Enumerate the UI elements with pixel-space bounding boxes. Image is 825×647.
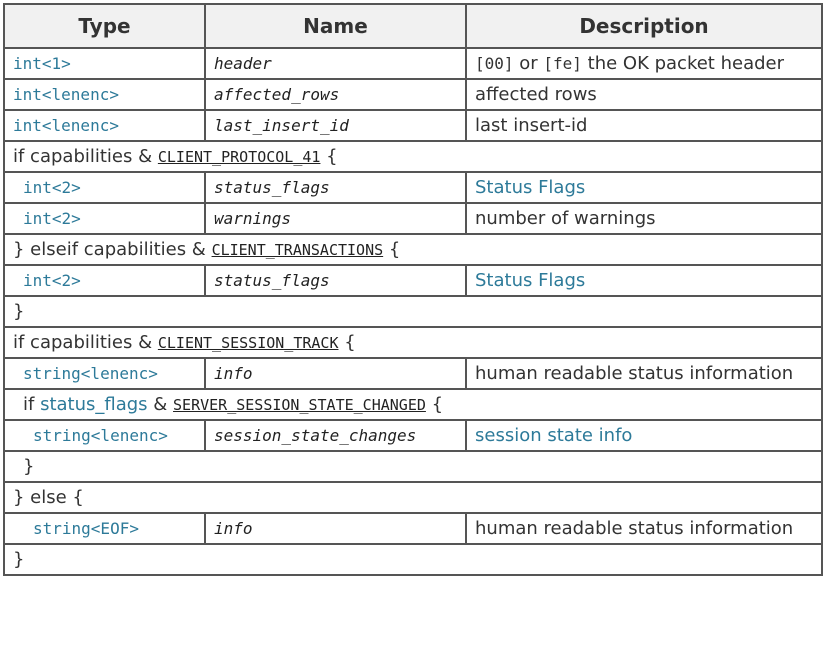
type-cell[interactable]: string<lenenc> bbox=[3, 357, 206, 390]
condition-row: } elseif capabilities & CLIENT_TRANSACTI… bbox=[3, 233, 823, 266]
session-state-info-link[interactable]: session state info bbox=[475, 425, 633, 446]
column-header-name: Name bbox=[204, 3, 467, 49]
condition-cell: if status_flags & SERVER_SESSION_STATE_C… bbox=[3, 388, 823, 421]
constant-link[interactable]: CLIENT_TRANSACTIONS bbox=[211, 241, 384, 259]
name-cell: header bbox=[204, 47, 467, 80]
description-cell: affected rows bbox=[465, 78, 823, 111]
name-cell: status_flags bbox=[204, 264, 467, 297]
ok-packet-table: Type Name Description int<1> header [00]… bbox=[3, 3, 823, 576]
name-cell: affected_rows bbox=[204, 78, 467, 111]
else-cell: } else { bbox=[3, 481, 823, 514]
condition-row: if status_flags & SERVER_SESSION_STATE_C… bbox=[3, 388, 823, 421]
type-cell[interactable]: int<lenenc> bbox=[3, 78, 206, 111]
condition-row: if capabilities & CLIENT_SESSION_TRACK { bbox=[3, 326, 823, 359]
status-flags-link[interactable]: status_flags bbox=[40, 394, 148, 415]
table-row: int<2> status_flags Status Flags bbox=[3, 264, 823, 297]
description-cell: [00] or [fe] the OK packet header bbox=[465, 47, 823, 80]
type-cell[interactable]: int<2> bbox=[3, 264, 206, 297]
description-cell: number of warnings bbox=[465, 202, 823, 235]
name-cell: info bbox=[204, 357, 467, 390]
header-row: Type Name Description bbox=[3, 3, 823, 49]
condition-cell: } elseif capabilities & CLIENT_TRANSACTI… bbox=[3, 233, 823, 266]
name-cell: last_insert_id bbox=[204, 109, 467, 142]
close-brace-cell: } bbox=[3, 295, 823, 328]
status-flags-link[interactable]: Status Flags bbox=[475, 177, 586, 198]
type-cell[interactable]: int<lenenc> bbox=[3, 109, 206, 142]
type-cell[interactable]: int<2> bbox=[3, 202, 206, 235]
constant-link[interactable]: CLIENT_PROTOCOL_41 bbox=[157, 148, 321, 166]
table-row: string<lenenc> session_state_changes ses… bbox=[3, 419, 823, 452]
table-row: string<EOF> info human readable status i… bbox=[3, 512, 823, 545]
table-row: int<1> header [00] or [fe] the OK packet… bbox=[3, 47, 823, 80]
description-cell[interactable]: Status Flags bbox=[465, 171, 823, 204]
status-flags-link[interactable]: Status Flags bbox=[475, 270, 586, 291]
close-brace-row: } bbox=[3, 450, 823, 483]
type-cell[interactable]: string<lenenc> bbox=[3, 419, 206, 452]
name-cell: info bbox=[204, 512, 467, 545]
name-cell: status_flags bbox=[204, 171, 467, 204]
type-cell[interactable]: int<1> bbox=[3, 47, 206, 80]
close-brace-row: } bbox=[3, 543, 823, 576]
name-cell: warnings bbox=[204, 202, 467, 235]
table-row: int<lenenc> last_insert_id last insert-i… bbox=[3, 109, 823, 142]
table-row: int<lenenc> affected_rows affected rows bbox=[3, 78, 823, 111]
close-brace-cell: } bbox=[3, 450, 823, 483]
table-row: int<2> warnings number of warnings bbox=[3, 202, 823, 235]
description-cell: last insert-id bbox=[465, 109, 823, 142]
condition-cell: if capabilities & CLIENT_PROTOCOL_41 { bbox=[3, 140, 823, 173]
description-cell[interactable]: Status Flags bbox=[465, 264, 823, 297]
description-cell: human readable status information bbox=[465, 512, 823, 545]
name-cell: session_state_changes bbox=[204, 419, 467, 452]
else-row: } else { bbox=[3, 481, 823, 514]
column-header-type: Type bbox=[3, 3, 206, 49]
close-brace-cell: } bbox=[3, 543, 823, 576]
constant-link[interactable]: CLIENT_SESSION_TRACK bbox=[157, 334, 339, 352]
condition-row: if capabilities & CLIENT_PROTOCOL_41 { bbox=[3, 140, 823, 173]
type-cell[interactable]: int<2> bbox=[3, 171, 206, 204]
column-header-description: Description bbox=[465, 3, 823, 49]
table-row: string<lenenc> info human readable statu… bbox=[3, 357, 823, 390]
condition-cell: if capabilities & CLIENT_SESSION_TRACK { bbox=[3, 326, 823, 359]
table-row: int<2> status_flags Status Flags bbox=[3, 171, 823, 204]
close-brace-row: } bbox=[3, 295, 823, 328]
constant-link[interactable]: SERVER_SESSION_STATE_CHANGED bbox=[173, 396, 426, 414]
description-cell[interactable]: session state info bbox=[465, 419, 823, 452]
description-cell: human readable status information bbox=[465, 357, 823, 390]
type-cell[interactable]: string<EOF> bbox=[3, 512, 206, 545]
